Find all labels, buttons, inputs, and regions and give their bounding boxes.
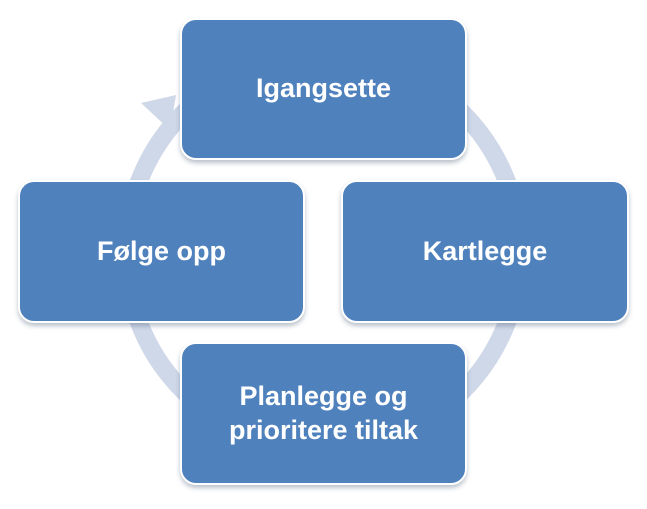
cycle-step-planlegge: Planlegge og prioritere tiltak: [180, 342, 467, 485]
cycle-step-label: Følge opp: [97, 235, 226, 266]
cycle-step-igangsette: Igangsette: [180, 18, 467, 160]
cycle-step-folge-opp: Følge opp: [18, 180, 305, 323]
cycle-step-kartlegge: Kartlegge: [341, 180, 629, 323]
cycle-step-label: Planlegge og prioritere tiltak: [228, 380, 419, 445]
cycle-arrowhead: [141, 95, 176, 130]
cycle-step-label: Igangsette: [255, 73, 392, 104]
cycle-step-label: Kartlegge: [422, 235, 548, 266]
